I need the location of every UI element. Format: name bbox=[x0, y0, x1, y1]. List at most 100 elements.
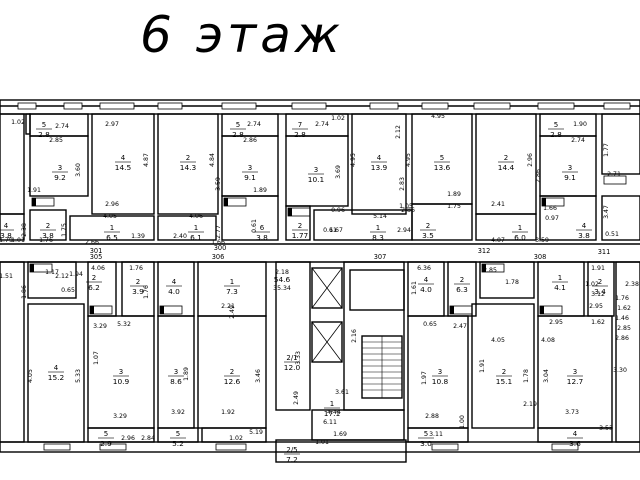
room-number: 2 bbox=[460, 276, 464, 284]
floor-title: 6 этаж bbox=[140, 6, 344, 64]
dimension-label: 3.60 bbox=[75, 163, 82, 177]
room-area: 3.0 bbox=[420, 439, 432, 448]
room-number: 1 bbox=[330, 400, 334, 408]
room-number: 5 bbox=[176, 430, 180, 438]
room-area: 12.0 bbox=[284, 363, 301, 372]
dimension-label: 2.95 bbox=[549, 319, 563, 326]
dimension-label: 3.33 bbox=[295, 351, 302, 365]
room-area: 3.8 bbox=[0, 231, 12, 240]
dimension-label: 4.05 bbox=[27, 369, 34, 383]
room-area: 3.5 bbox=[422, 231, 434, 240]
dimension-label: 2.74 bbox=[247, 121, 261, 128]
dimension-label: 0.96 bbox=[331, 207, 345, 214]
dimension-label: 2.85 bbox=[49, 137, 63, 144]
room-area: 1.77 bbox=[292, 231, 309, 240]
dimension-label: 2.97 bbox=[105, 121, 119, 128]
room-area: 12.7 bbox=[567, 377, 584, 386]
room-area: 6.3 bbox=[456, 285, 468, 294]
dimension-label: 5.19 bbox=[249, 429, 263, 436]
dimension-label: 4.44 bbox=[327, 409, 341, 416]
dimension-label: 3.61 bbox=[335, 389, 349, 396]
dimension-label: 3.69 bbox=[335, 165, 342, 179]
dimension-label: 0.65 bbox=[423, 321, 437, 328]
dimension-label: 1.00 bbox=[459, 415, 466, 429]
dimension-label: 1.62 bbox=[591, 319, 605, 326]
room-number: 5 bbox=[104, 430, 108, 438]
dimension-label: 0.61 bbox=[251, 219, 258, 233]
room-area: 9.1 bbox=[244, 173, 256, 182]
dimension-label: 2.38 bbox=[625, 281, 639, 288]
dimension-label: 1.17 bbox=[45, 269, 59, 276]
dimension-label: 0.51 bbox=[605, 231, 619, 238]
dimension-label: 1.89 bbox=[447, 191, 461, 198]
dimension-label: 1.46 bbox=[615, 315, 629, 322]
dimension-label: 4.05 bbox=[491, 337, 505, 344]
room-number: 4 bbox=[54, 364, 59, 372]
dimension-label: 1.66 bbox=[543, 205, 557, 212]
dimension-label: 1.07 bbox=[93, 351, 100, 365]
apartment-number: 308 bbox=[534, 253, 547, 261]
dimension-label: 1.79 bbox=[0, 237, 13, 244]
dimension-label: 1.75 bbox=[61, 223, 68, 237]
dimension-label: 2.40 bbox=[173, 233, 187, 240]
room-area: 12.6 bbox=[224, 377, 241, 386]
dimension-label: 2.88 bbox=[425, 413, 439, 420]
dimension-label: 2.86 bbox=[401, 207, 415, 214]
dimension-label: 2.85 bbox=[483, 267, 497, 274]
room-number: 1 bbox=[518, 224, 522, 232]
apartment-number: 301 bbox=[90, 247, 103, 255]
dimension-label: 2.95 bbox=[589, 303, 603, 310]
room-number: 3 bbox=[568, 164, 572, 172]
dimension-label: 2.49 bbox=[293, 391, 300, 405]
dimension-label: 4.06 bbox=[189, 213, 203, 220]
room-area: 17.1 bbox=[324, 409, 341, 418]
dimension-label: 5.32 bbox=[117, 321, 131, 328]
dimension-label: 4.95 bbox=[350, 153, 357, 167]
dimension-label: 2.86 bbox=[535, 169, 542, 183]
dimension-label: 1.67 bbox=[329, 227, 343, 234]
room-area: 14.4 bbox=[498, 163, 515, 172]
room-area: 2.8 bbox=[550, 130, 562, 139]
dimension-label: 3.11 bbox=[429, 431, 443, 438]
room-number: 5 bbox=[42, 121, 46, 129]
dimension-label: 3.12 bbox=[591, 291, 605, 298]
dimension-label: 1.02 bbox=[585, 281, 599, 288]
dimension-label: 1.76 bbox=[39, 237, 53, 244]
dimension-label: 2.96 bbox=[105, 201, 119, 208]
room-area: 14.3 bbox=[180, 163, 197, 172]
dimension-label: 0.97 bbox=[545, 215, 559, 222]
dimension-label: 4.07 bbox=[491, 237, 505, 244]
room-number: 2 bbox=[136, 278, 140, 286]
room-number: 7 bbox=[298, 121, 302, 129]
apartment-number: 311 bbox=[598, 248, 611, 256]
room-area: 8.6 bbox=[170, 377, 182, 386]
labels: 52.839.2414.5214.352.839.172.8310.1413.9… bbox=[0, 113, 639, 464]
apartment-number: 307 bbox=[374, 253, 387, 261]
room-area: 10.9 bbox=[113, 377, 130, 386]
room-area: 4.0 bbox=[168, 287, 180, 296]
room-number: 5 bbox=[554, 121, 558, 129]
apartment-number: 300 bbox=[214, 244, 227, 252]
apartment-number: 312 bbox=[478, 247, 491, 255]
room-number: 5 bbox=[440, 154, 444, 162]
room-area: 6.0 bbox=[514, 233, 526, 242]
dimension-label: 3.47 bbox=[603, 205, 610, 219]
room-area: 10.1 bbox=[308, 175, 325, 184]
dimension-label: 6.11 bbox=[323, 419, 337, 426]
dimension-label: 1.75 bbox=[447, 203, 461, 210]
room-area: 15.1 bbox=[496, 377, 513, 386]
corridor-dim: 2.18 bbox=[275, 269, 289, 276]
dimension-label: 1.90 bbox=[573, 121, 587, 128]
room-area: 7.2 bbox=[286, 455, 298, 464]
dimension-label: 1.86 bbox=[21, 285, 28, 299]
room-number: 4 bbox=[172, 278, 177, 286]
room-area: 14.5 bbox=[115, 163, 132, 172]
dimension-label: 1.51 bbox=[0, 273, 13, 280]
dimension-label: 3.04 bbox=[543, 369, 550, 383]
room-area: 3.8 bbox=[256, 233, 268, 242]
dimension-label: 1.69 bbox=[333, 431, 347, 438]
room-number: 3 bbox=[573, 368, 577, 376]
room-number: 2 bbox=[426, 222, 430, 230]
dimension-label: 1.89 bbox=[253, 187, 267, 194]
dimension-label: 2.38 bbox=[21, 223, 28, 237]
